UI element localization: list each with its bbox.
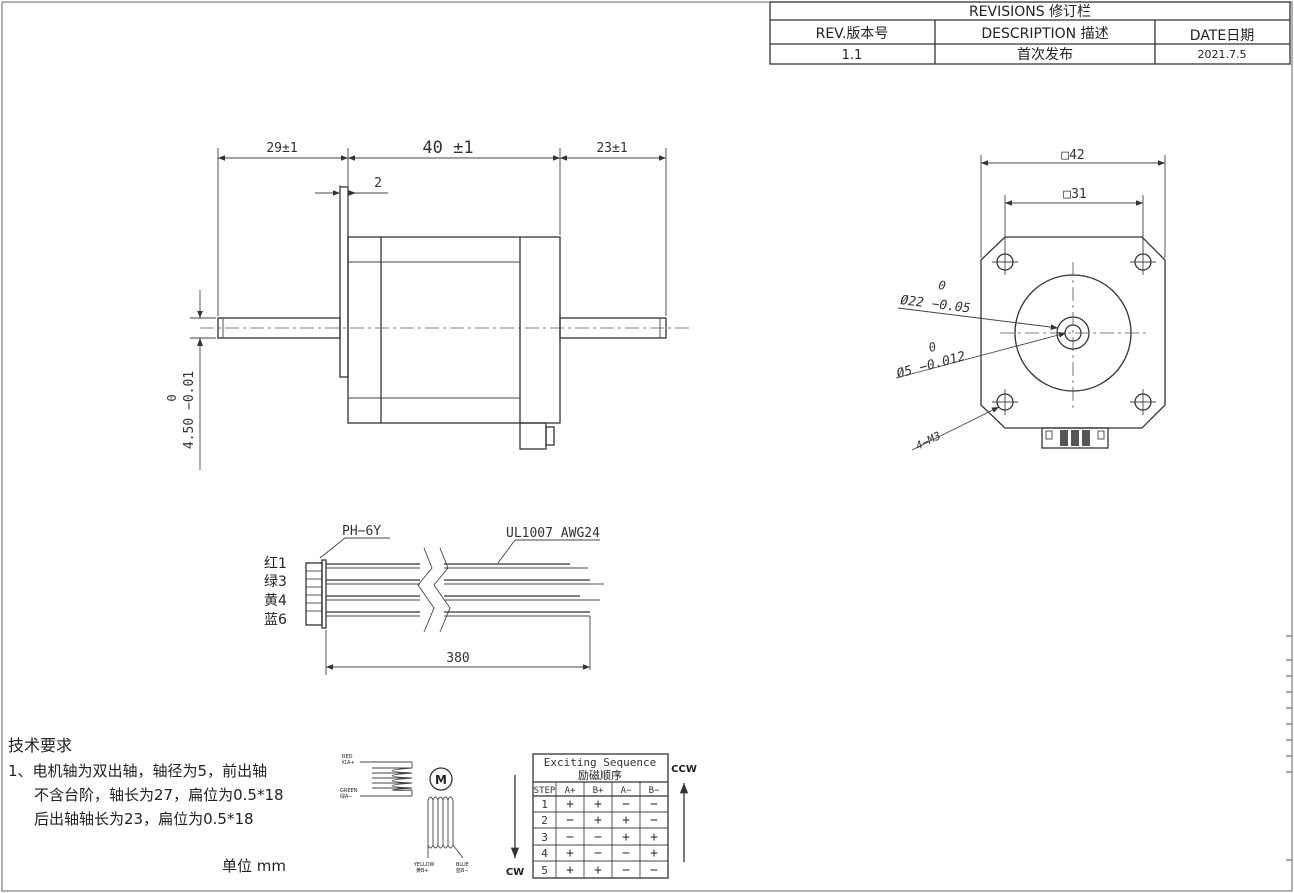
front-view: □42 □31 0 Ø22 −0.05 0 Ø5 −0.012 4−M3 bbox=[895, 148, 1166, 453]
pin-label-3: 绿3 bbox=[264, 574, 287, 590]
holes-callout: 4−M3 bbox=[913, 429, 943, 453]
revisions-table: REVISIONS 修订栏 REV.版本号 DESCRIPTION 描述 DAT… bbox=[769, 1, 1291, 65]
pin-label-4: 黄4 bbox=[264, 592, 287, 609]
dim-rear-shaft: 23±1 bbox=[596, 141, 627, 156]
sequence-cell: 1 bbox=[541, 798, 548, 811]
technical-requirements: 技术要求 1、电机轴为双出轴，轴径为5，前出轴 不含台阶，轴长为27，扁位为0.… bbox=[8, 736, 286, 875]
revisions-title: REVISIONS 修订栏 bbox=[969, 4, 1091, 20]
wire-red-cn: 红A+ bbox=[342, 759, 355, 766]
wire-yellow-label: YELLOW bbox=[413, 862, 435, 868]
motor-body bbox=[347, 236, 561, 424]
mounting-holes bbox=[992, 249, 1156, 415]
wiring-diagram: PH−6Y UL1007 AWG24 红1 绿3 黄4 蓝6 380 bbox=[264, 524, 604, 675]
coil-b bbox=[427, 800, 454, 845]
date-header: DATE日期 bbox=[1190, 28, 1254, 44]
dim-wire-length: 380 bbox=[446, 651, 469, 666]
sequence-cell: + bbox=[594, 797, 602, 812]
rear-connector bbox=[519, 422, 547, 450]
sequence-cell: + bbox=[594, 863, 602, 878]
sequence-cell: + bbox=[622, 830, 630, 845]
sequence-header-cell: B+ bbox=[593, 786, 604, 796]
date-value: 2021.7.5 bbox=[1198, 48, 1247, 61]
description-header: DESCRIPTION 描述 bbox=[981, 26, 1108, 42]
sequence-cell: 4 bbox=[541, 847, 548, 860]
sequence-header-cell: B− bbox=[649, 786, 660, 796]
cw-label: CW bbox=[506, 867, 524, 878]
ccw-label: CCW bbox=[671, 764, 697, 775]
sequence-cell: + bbox=[650, 846, 658, 861]
front-connector bbox=[1041, 427, 1109, 449]
wires bbox=[326, 563, 604, 670]
dia-pilot-upper: 0 bbox=[938, 278, 947, 293]
sequence-cell: + bbox=[594, 813, 602, 828]
sequence-cell: + bbox=[566, 846, 574, 861]
sequence-cell: − bbox=[566, 813, 574, 828]
requirement-line-3: 后出轴轴长为23，扁位为0.5*18 bbox=[34, 810, 254, 828]
dim-boss: 2 bbox=[374, 176, 382, 191]
pin-label-6: 蓝6 bbox=[264, 612, 287, 628]
motor-symbol-label: M bbox=[435, 773, 447, 787]
dim-outer-square: □42 bbox=[1061, 148, 1084, 163]
connector-label: PH−6Y bbox=[342, 524, 381, 539]
front-flange-outline bbox=[980, 236, 1166, 429]
motor-symbol bbox=[429, 767, 453, 791]
sequence-cell: − bbox=[650, 797, 658, 812]
sequence-cell: + bbox=[650, 830, 658, 845]
sequence-cell: − bbox=[622, 797, 630, 812]
sequence-cell: 3 bbox=[541, 831, 548, 844]
rev-header: REV.版本号 bbox=[816, 26, 889, 42]
sequence-cell: − bbox=[566, 830, 574, 845]
requirement-line-2: 不含台阶，轴长为27，扁位为0.5*18 bbox=[34, 786, 284, 804]
sequence-header-cell: A− bbox=[621, 786, 632, 796]
sequence-cell: 2 bbox=[541, 814, 548, 827]
wire-blue-label: BLUE bbox=[456, 862, 469, 868]
dim-front-shaft: 29±1 bbox=[266, 141, 297, 156]
dim-flat-main: 4.50 −0.01 bbox=[182, 371, 197, 449]
wire-yellow-cn: 黄B+ bbox=[416, 867, 429, 874]
wire-green-label: GREEN bbox=[340, 788, 358, 794]
break-mark bbox=[417, 547, 435, 633]
wire-green-cn: 绿A− bbox=[340, 793, 353, 800]
front-boss bbox=[339, 186, 349, 378]
wire-spec: UL1007 AWG24 bbox=[506, 526, 600, 541]
sequence-title-cn: 励磁顺序 bbox=[578, 768, 622, 782]
sequence-header-cell: A+ bbox=[565, 786, 576, 796]
rev-value: 1.1 bbox=[842, 48, 863, 63]
sequence-cell: + bbox=[566, 863, 574, 878]
sequence-header-cell: STEP bbox=[534, 786, 556, 796]
requirement-line-1: 1、电机轴为双出轴，轴径为5，前出轴 bbox=[8, 762, 267, 780]
side-view: 29±1 40 ±1 23±1 2 0 4.50 −0.01 bbox=[165, 138, 690, 470]
pin-label-1: 红1 bbox=[264, 556, 287, 572]
dim-body-length: 40 ±1 bbox=[422, 138, 473, 158]
dim-hole-spacing: □31 bbox=[1063, 187, 1086, 202]
sequence-cell: − bbox=[622, 863, 630, 878]
sequence-cell: 5 bbox=[541, 864, 548, 877]
coil-a bbox=[391, 767, 413, 791]
sequence-cell: − bbox=[594, 830, 602, 845]
description-value: 首次发布 bbox=[1017, 47, 1073, 63]
sequence-cell: − bbox=[622, 846, 630, 861]
connector-housing bbox=[305, 562, 323, 626]
sequence-cell: + bbox=[622, 813, 630, 828]
sequence-cell: − bbox=[650, 863, 658, 878]
requirements-title: 技术要求 bbox=[8, 736, 72, 755]
wire-blue-cn: 蓝B− bbox=[456, 867, 469, 874]
wire-red-label: RED bbox=[342, 754, 353, 760]
sequence-cell: − bbox=[594, 846, 602, 861]
dia-shaft-upper: 0 bbox=[927, 340, 938, 355]
winding-schematic: RED 红A+ GREEN 绿A− M YELLOW 黄B+ BLUE 蓝B− bbox=[340, 754, 469, 874]
sequence-title: Exciting Sequence bbox=[544, 756, 657, 769]
sequence-cell: + bbox=[566, 797, 574, 812]
unit-label: 单位 mm bbox=[222, 857, 286, 875]
dim-flat-upper: 0 bbox=[165, 394, 179, 401]
sequence-cell: − bbox=[650, 813, 658, 828]
right-edge-ticks bbox=[1286, 635, 1292, 861]
